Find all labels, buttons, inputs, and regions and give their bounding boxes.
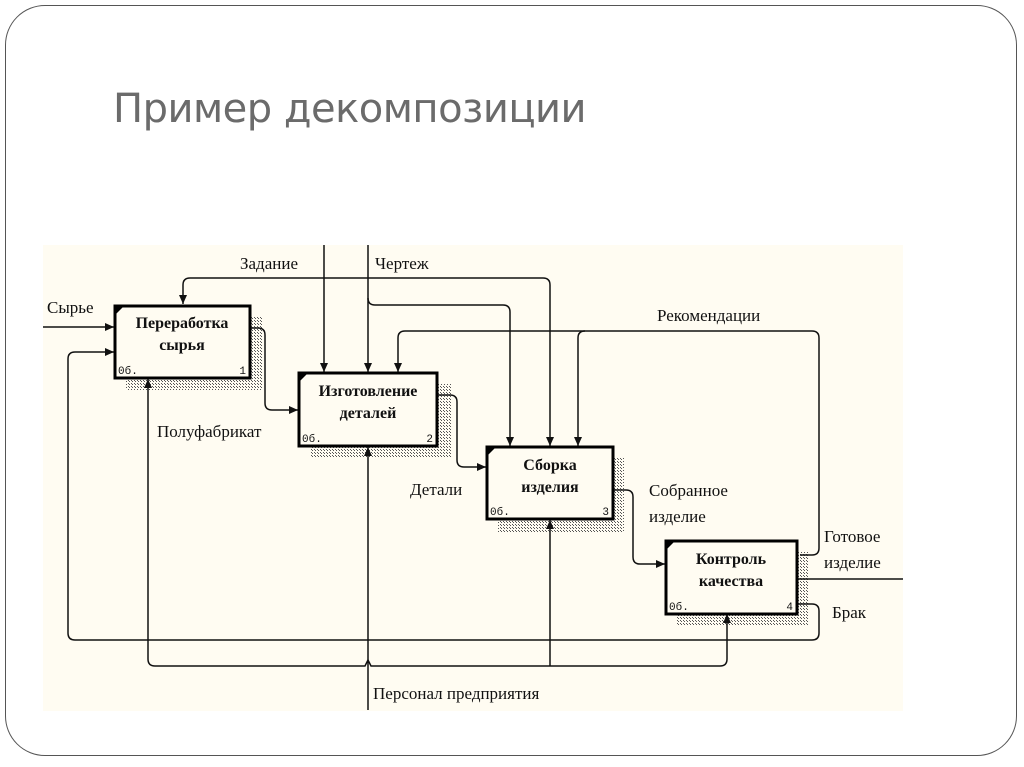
block-1-ref: 0б. [118,365,138,378]
block-corner-mark [666,541,675,550]
label-parts: Детали [410,480,462,499]
block-corner-mark [299,373,308,382]
label-personnel: Персонал предприятия [373,684,540,703]
label-recommendations: Рекомендации [657,306,760,325]
block-2-title-line2: деталей [340,405,397,422]
label-finished-line2: изделие [824,553,881,572]
arrow-task-to-1 [179,277,324,304]
label-drawing: Чертеж [375,254,429,273]
block-1-title-line1: Переработка [136,315,229,332]
arrow-personnel-to-4 [367,614,731,667]
slide-title: Пример декомпозиции [113,86,587,132]
arrow-personnel-to-1 [144,379,369,667]
block-4-ref: 0б. [669,601,689,614]
arrow-assembled [613,489,665,568]
block-3-number: 3 [602,507,609,519]
block-3-title-line1: Сборка [523,457,576,474]
arrow-labels: Сырье Задание Чертеж Рекомендации Полуфа… [47,254,881,703]
block-4-title-line1: Контроль [696,551,767,568]
block-1[interactable]: Переработка сырья 0б. 1 [113,304,252,380]
block-4[interactable]: Контроль качества 0б. 4 [664,539,799,616]
block-corner-mark [487,447,496,456]
arrow-parts [437,394,486,471]
block-2-ref: 0б. [302,433,322,446]
block-2-title-line1: Изготовление [319,383,418,400]
block-1-title-line2: сырья [159,337,205,354]
arrow-recommendations-to-2 [394,330,820,556]
block-1-number: 1 [239,366,246,378]
block-3-title-line2: изделия [521,479,579,496]
block-2[interactable]: Изготовление деталей 0б. 2 [297,371,439,448]
arrow-drawing-to-3 [367,297,514,446]
block-3-ref: 0б. [490,506,510,519]
block-4-title-line2: качества [699,573,763,590]
arrow-semi-product [250,327,298,414]
label-raw: Сырье [47,298,94,317]
connectors [43,245,903,710]
arrow-recommendations-to-3 [574,330,586,446]
label-assembled-line2: изделие [649,507,706,526]
block-4-number: 4 [786,602,793,614]
block-3[interactable]: Сборка изделия 0б. 3 [485,445,615,521]
label-semi-product: Полуфабрикат [157,422,262,441]
label-finished-line1: Готовое [824,527,880,546]
label-assembled-line1: Собранное [649,481,728,500]
arrow-task-to-3 [324,277,554,446]
label-defect: Брак [832,603,867,622]
label-task: Задание [240,254,298,273]
block-corner-mark [115,306,124,315]
arrow-defect-feedback [67,348,820,641]
block-2-number: 2 [426,434,433,446]
